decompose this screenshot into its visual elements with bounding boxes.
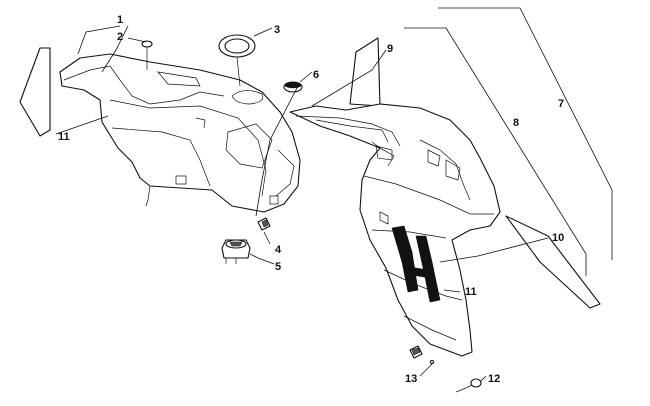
gasket-6 [283, 81, 303, 93]
screw-2 [141, 40, 153, 70]
screw-12 [455, 378, 482, 393]
callout-labels: 1 2 3 4 5 6 7 8 9 10 11 11 12 13 [58, 14, 564, 385]
callout-11-left: 11 [58, 131, 70, 143]
callout-6: 6 [313, 69, 319, 81]
callout-4: 4 [275, 244, 282, 256]
callout-13: 13 [405, 373, 417, 385]
callout-2: 2 [117, 31, 123, 43]
ring-3 [218, 34, 256, 87]
callout-11-right: 11 [465, 286, 477, 298]
callout-5: 5 [275, 261, 281, 273]
leader-lines [55, 25, 549, 383]
callout-9: 9 [387, 43, 393, 55]
decal-left [19, 47, 51, 137]
clip-4 [257, 217, 271, 231]
callout-7: 7 [558, 98, 564, 110]
bracket-lines [404, 7, 613, 276]
callout-3: 3 [274, 24, 280, 36]
console-shell [59, 53, 301, 213]
decal-9 [349, 37, 381, 107]
callout-12: 12 [488, 373, 500, 385]
clip-13 [409, 345, 435, 365]
callout-8: 8 [513, 117, 519, 129]
switch-5 [221, 239, 251, 264]
callout-10: 10 [552, 232, 564, 244]
callout-1: 1 [117, 14, 123, 26]
decal-10 [505, 215, 601, 309]
side-panel [289, 103, 501, 357]
